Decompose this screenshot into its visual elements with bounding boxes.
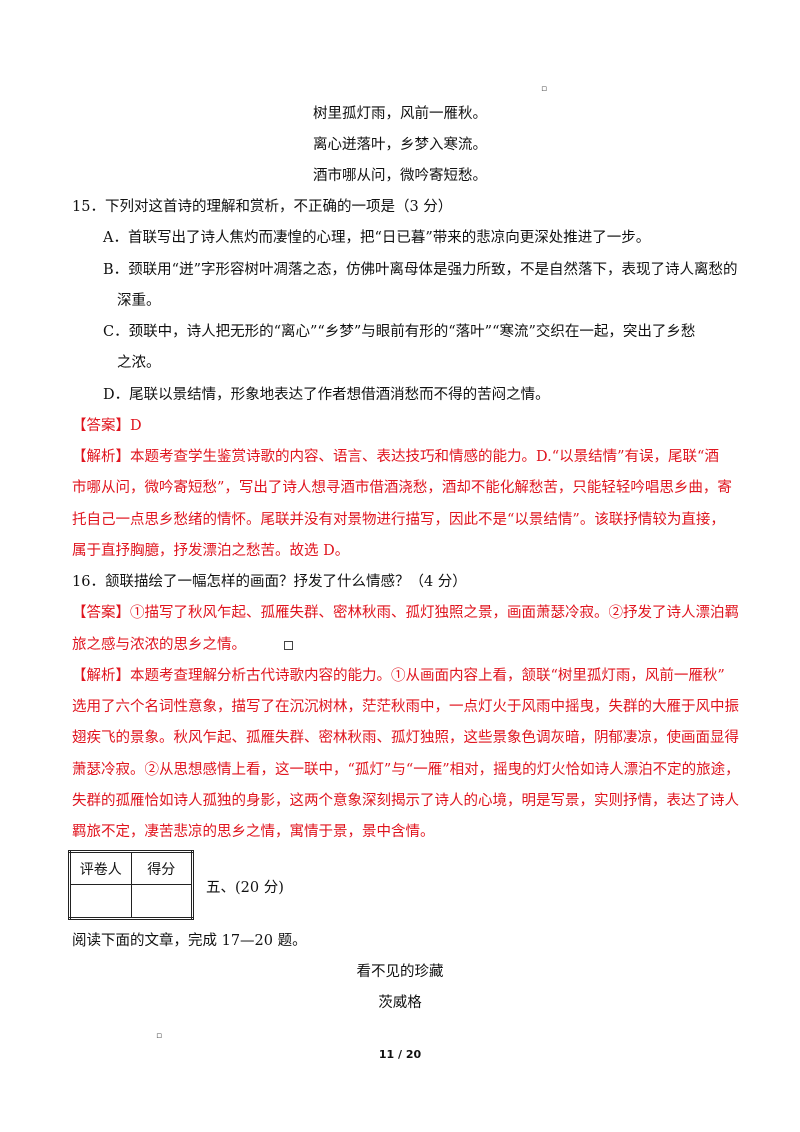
poem-line-1: 树里孤灯雨，风前一雁秋。 — [313, 106, 487, 122]
q16-analysis-line-4: 萧瑟冷寂。②从思想感情上看，这一联中，“孤灯”与“一雁”相对，摇曳的灯火恰如诗人… — [72, 762, 740, 778]
q15-analysis-line-1: 【解析】本题考查学生鉴赏诗歌的内容、语言、表达技巧和情感的能力。D.“以景结情”… — [72, 449, 719, 465]
score-cell[interactable] — [130, 884, 193, 919]
poem-line-3: 酒市哪从问，微吟寄短愁。 — [313, 168, 487, 184]
q15-analysis-line-2: 市哪从问，微吟寄短愁”，写出了诗人想寻酒市借酒浇愁，酒却不能化解愁苦，只能轻轻吟… — [72, 480, 732, 496]
option-d: D．尾联以景结情，形象地表达了作者想借酒消愁而不得的苦闷之情。 — [103, 387, 550, 403]
question-16-stem: 16．颔联描绘了一幅怎样的画面？抒发了什么情感？（4 分） — [72, 574, 467, 590]
article-author: 茨威格 — [378, 995, 422, 1011]
grader-score-table: 评卷人 得分 — [68, 850, 194, 920]
option-b: B．颈联用“迸”字形容树叶凋落之态，仿佛叶离母体是强力所致，不是自然落下，表现了… — [103, 262, 738, 278]
q16-answer-line-2: 旅之感与浓浓的思乡之情。 — [72, 637, 246, 653]
poem-line-2: 离心迸落叶，乡梦入寒流。 — [313, 137, 487, 153]
q16-analysis-line-5: 失群的孤雁恰如诗人孤独的身影，这两个意象深刻揭示了诗人的心境，明是写景，实则抒情… — [72, 793, 739, 809]
option-c-continued: 之浓。 — [117, 355, 161, 371]
q15-analysis-line-3: 托自己一点思乡愁绪的情怀。尾联并没有对景物进行描写，因此不是“以景结情”。该联抒… — [72, 512, 725, 528]
q16-analysis-line-6: 羁旅不定，凄苦悲凉的思乡之情，寓情于景，景中含情。 — [72, 824, 435, 840]
q15-answer: 【答案】D — [72, 418, 142, 434]
stray-mark: ▫ — [541, 84, 548, 94]
q16-answer-line-1: 【答案】①描写了秋风乍起、孤雁失群、密林秋雨、孤灯独照之景，画面萧瑟冷寂。②抒发… — [72, 605, 739, 621]
reading-instruction: 阅读下面的文章，完成 17—20 题。 — [72, 933, 307, 949]
q16-analysis-line-1: 【解析】本题考查理解分析古代诗歌内容的能力。①从画面内容上看，颔联“树里孤灯雨，… — [72, 668, 725, 684]
grader-header: 评卷人 — [69, 851, 132, 885]
section-heading: 五、(20 分) — [206, 880, 284, 896]
stray-box-mark — [284, 641, 293, 650]
q16-analysis-line-2: 选用了六个名词性意象，描写了在沉沉树林，茫茫秋雨中，一点灯火于风雨中摇曳，失群的… — [72, 699, 739, 715]
score-header: 得分 — [130, 851, 193, 885]
page-number: 11 / 20 — [378, 1048, 422, 1061]
article-title: 看不见的珍藏 — [356, 964, 444, 980]
grader-cell[interactable] — [69, 884, 132, 919]
question-15-stem: 15．下列对这首诗的理解和赏析，不正确的一项是（3 分） — [72, 199, 453, 215]
q16-analysis-line-3: 翅疾飞的景象。秋风乍起、孤雁失群、密林秋雨、孤灯独照，这些景象色调灰暗，阴郁凄凉… — [72, 730, 739, 746]
q15-analysis-line-4: 属于直抒胸臆，抒发漂泊之愁苦。故选 D。 — [72, 543, 350, 559]
stray-mark-bottom: ▫ — [156, 1031, 163, 1041]
option-c: C．颈联中，诗人把无形的“离心”“乡梦”与眼前有形的“落叶”“寒流”交织在一起，… — [103, 324, 696, 340]
option-a: A．首联写出了诗人焦灼而凄惶的心理，把“日已暮”带来的悲凉向更深处推进了一步。 — [103, 230, 651, 246]
option-b-continued: 深重。 — [117, 293, 161, 309]
